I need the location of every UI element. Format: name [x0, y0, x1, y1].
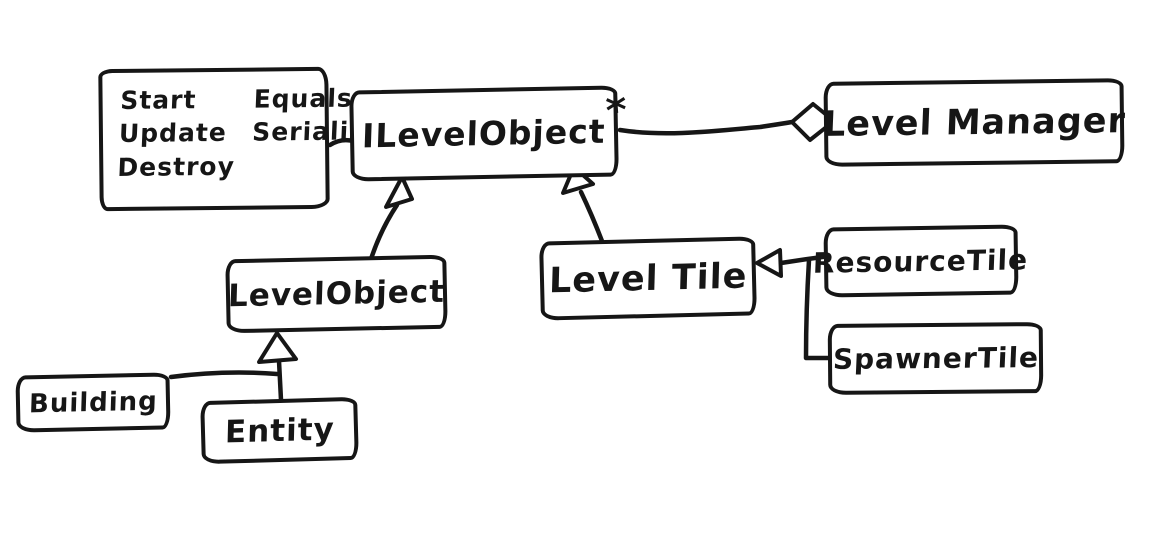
node-label: SpawnerTile [831, 341, 1040, 376]
method-label: Update [118, 118, 228, 149]
levelobject-inheritance-line [368, 202, 400, 262]
inheritance-triangle-icon [755, 248, 783, 278]
node-label: Level Manager [821, 100, 1127, 145]
aggregation-connector [617, 102, 836, 142]
node-label: Building [28, 386, 158, 419]
node-leveltile: Level Tile [539, 236, 757, 321]
node-label: ResourceTile [812, 242, 1030, 280]
leveltile-inheritance-connector [561, 165, 605, 244]
node-spawnertile: SpawnerTile [827, 322, 1044, 395]
interface-methods-list: Start Equals Update Serialize Destroy [117, 82, 385, 183]
building-entity-inheritance-connector [168, 331, 298, 403]
method-label: Destroy [116, 151, 236, 182]
spawnertile-branch-line [803, 257, 833, 361]
multiplicity-star-label: * [604, 87, 629, 135]
node-label: Entity [224, 410, 335, 451]
aggregation-line [617, 119, 795, 136]
node-label: LevelObject [227, 273, 446, 315]
node-resourcetile: ResourceTile [813, 224, 1029, 298]
entity-branch-line [276, 358, 284, 403]
inheritance-triangle-icon [257, 331, 298, 364]
node-building: Building [15, 372, 171, 433]
node-interface-methods-note: Start Equals Update Serialize Destroy [98, 66, 383, 212]
node-levelobject: LevelObject [225, 254, 448, 334]
node-label: Level Tile [548, 256, 748, 301]
node-entity: Entity [200, 396, 359, 465]
leveltile-inheritance-line [578, 189, 605, 244]
method-label: Start [119, 85, 198, 115]
node-ilevelobject: ILevelObject [349, 85, 619, 182]
node-levelmanager: Level Manager [821, 78, 1127, 167]
inheritance-triangle-icon [384, 175, 414, 209]
building-branch-line [168, 370, 280, 380]
levelobject-inheritance-connector [368, 175, 414, 262]
node-label: ILevelObject [361, 111, 607, 156]
